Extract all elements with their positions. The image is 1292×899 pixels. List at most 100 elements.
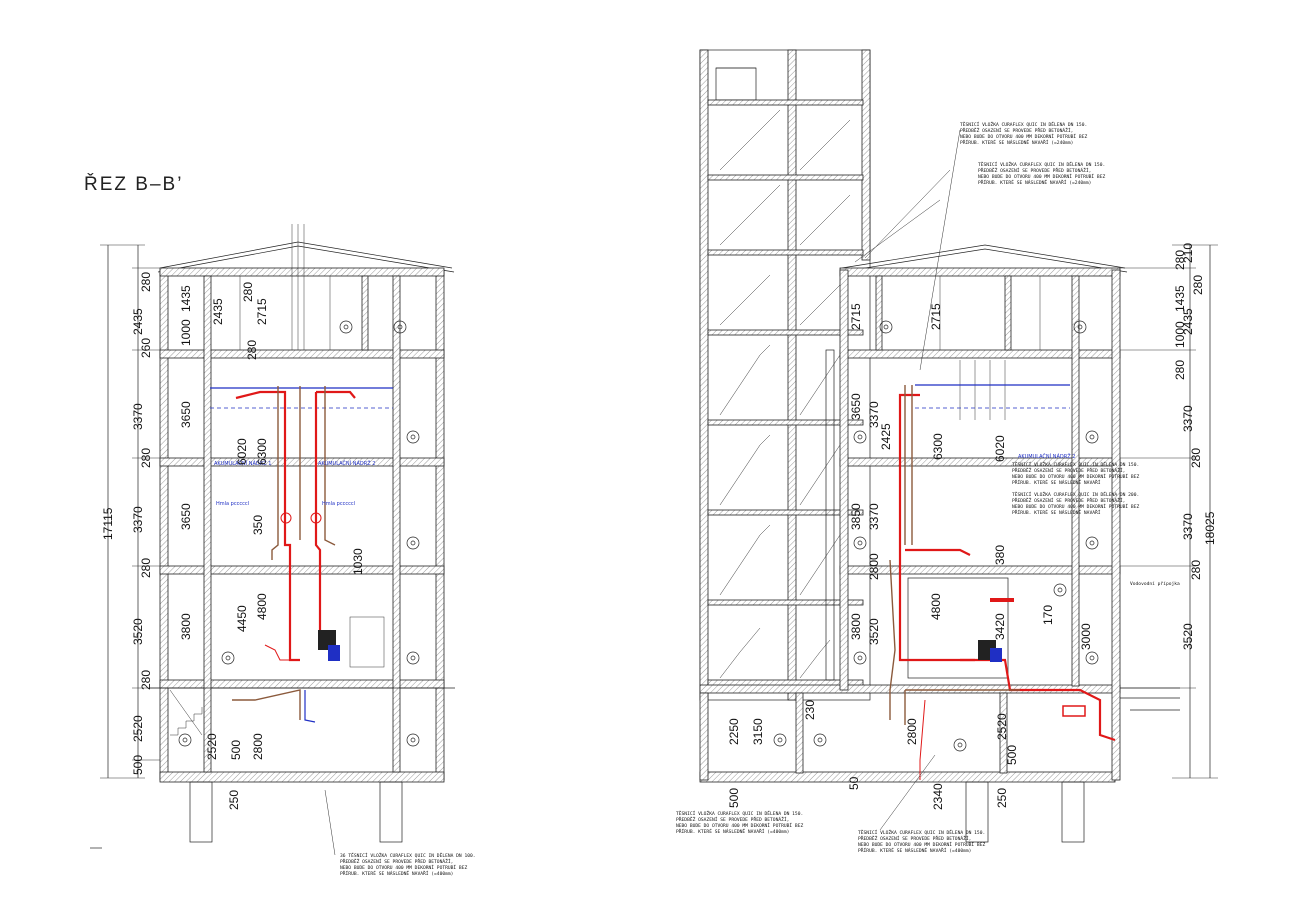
svg-text:PŘÍRUB. KTERÉ SE NÁSLEDNĚ NAVA: PŘÍRUB. KTERÉ SE NÁSLEDNĚ NAVAŘÍ (=400mm… xyxy=(340,869,453,877)
svg-text:TĚSNICÍ VLOŽKA CURAFLEX QUIC I: TĚSNICÍ VLOŽKA CURAFLEX QUIC IN DĚLENA D… xyxy=(676,809,803,817)
dim-right-in-12: 3520 xyxy=(867,618,881,645)
svg-text:PŘÍRUB. KTERÉ SE NÁSLEDNĚ NAVA: PŘÍRUB. KTERÉ SE NÁSLEDNĚ NAVAŘÍ (=400mm… xyxy=(676,827,789,835)
svg-text:PŘEDBĚŽ OSAZENÍ SE PROVEDE PŘE: PŘEDBĚŽ OSAZENÍ SE PROVEDE PŘED BETONÁŽÍ… xyxy=(978,166,1091,174)
label-akumulacni-right: AKUMULAČNÍ NÁDRŽ 2 xyxy=(1018,452,1075,460)
svg-text:PŘÍRUB. KTERÉ SE NÁSLEDNĚ NAVA: PŘÍRUB. KTERÉ SE NÁSLEDNĚ NAVAŘÍ xyxy=(1012,478,1101,486)
svg-text:PŘÍRUB. KTERÉ SE NÁSLEDNĚ NAVA: PŘÍRUB. KTERÉ SE NÁSLEDNĚ NAVAŘÍ xyxy=(1012,508,1101,516)
note-mid-1: TĚSNICÍ VLOŽKA CURAFLEX QUIC IN DĚLENA D… xyxy=(1012,460,1139,486)
dim-right-in-0: 2715 xyxy=(849,303,863,330)
svg-text:36 TĚSNICÍ VLOŽKA CURAFLEX QUI: 36 TĚSNICÍ VLOŽKA CURAFLEX QUIC IN DĚLEN… xyxy=(340,851,476,859)
dim-left-in-14: 1030 xyxy=(351,548,365,575)
dim-left-6: 500 xyxy=(131,755,145,775)
dim-left-3: 3370 xyxy=(131,506,145,533)
svg-text:PŘEDBĚŽ OSAZENÍ SE PROVEDE PŘE: PŘEDBĚŽ OSAZENÍ SE PROVEDE PŘED BETONÁŽÍ… xyxy=(858,834,971,842)
dim-left-8: 260 xyxy=(139,338,153,358)
dim-left-in-15: 2520 xyxy=(205,733,219,760)
svg-text:PŘEDBĚŽ OSAZENÍ SE PROVEDE PŘE: PŘEDBĚŽ OSAZENÍ SE PROVEDE PŘED BETONÁŽÍ… xyxy=(960,126,1073,134)
dim-right-in-26: 50 xyxy=(847,776,861,790)
dim-right-10: 280 xyxy=(1189,448,1203,468)
dim-right-in-4: 2425 xyxy=(879,423,893,450)
svg-text:NEBO BUDE DO OTVORU 400 MM DEK: NEBO BUDE DO OTVORU 400 MM DEKORNÍ POTRU… xyxy=(858,840,985,848)
legend-small: Vodovodní přípojka xyxy=(1130,580,1180,587)
dim-left-in-1: 1000 xyxy=(179,319,193,346)
dim-right-9: 280 xyxy=(1173,360,1187,380)
dim-right-8: 280 xyxy=(1191,275,1205,295)
dim-right-3: 3370 xyxy=(1181,513,1195,540)
dim-left-in-9: 6020 xyxy=(235,438,249,465)
dim-left-2: 3370 xyxy=(131,403,145,430)
dim-left-in-6: 3650 xyxy=(179,401,193,428)
svg-text:PŘÍRUB. KTERÉ SE NÁSLEDNĚ NAVA: PŘÍRUB. KTERÉ SE NÁSLEDNĚ NAVAŘÍ (=400mm… xyxy=(858,846,971,854)
note-mid-2: TĚSNICÍ VLOŽKA CURAFLEX QUIC IN DĚLENA D… xyxy=(1012,490,1139,516)
dim-left-in-12: 4800 xyxy=(255,593,269,620)
dim-right-in-16: 3000 xyxy=(1079,623,1093,650)
dim-right-6: 1435 xyxy=(1173,285,1187,312)
label-hmla-right: Hmla pcccccl xyxy=(322,501,355,507)
dim-right-in-10: 380 xyxy=(993,545,1007,565)
dim-right-in-24: 2340 xyxy=(931,783,945,810)
dim-left-in-7: 3650 xyxy=(179,503,193,530)
dim-right-in-22: 230 xyxy=(803,700,817,720)
dim-left-9: 280 xyxy=(139,448,153,468)
dim-right-in-3: 3370 xyxy=(867,401,881,428)
svg-text:PŘEDBĚŽ OSAZENÍ SE PROVEDE PŘE: PŘEDBĚŽ OSAZENÍ SE PROVEDE PŘED BETONÁŽÍ… xyxy=(1012,466,1125,474)
dim-left-in-3: 2715 xyxy=(255,298,269,325)
dim-left-10: 280 xyxy=(139,558,153,578)
dim-right-2: 3370 xyxy=(1181,405,1195,432)
dim-right-in-7: 3850 xyxy=(849,503,863,530)
dim-right-in-20: 2520 xyxy=(995,713,1009,740)
svg-text:PŘEDBĚŽ OSAZENÍ SE PROVEDE PŘE: PŘEDBĚŽ OSAZENÍ SE PROVEDE PŘED BETONÁŽÍ… xyxy=(340,857,453,865)
dim-right-4: 3520 xyxy=(1181,623,1195,650)
svg-text:NEBO BUDE DO OTVORU 400 MM DEK: NEBO BUDE DO OTVORU 400 MM DEKORNÍ POTRU… xyxy=(1012,472,1139,480)
dim-left-in-4: 280 xyxy=(241,282,255,302)
dim-right-in-2: 3650 xyxy=(849,393,863,420)
svg-text:NEBO BUDE DO OTVORU 400 MM DEK: NEBO BUDE DO OTVORU 400 MM DEKORNÍ POTRU… xyxy=(340,863,467,871)
svg-text:NEBO BUDE DO OTVORU 400 MM DEK: NEBO BUDE DO OTVORU 400 MM DEKORNÍ POTRU… xyxy=(978,172,1105,180)
svg-text:TĚSNICÍ VLOŽKA CURAFLEX QUIC I: TĚSNICÍ VLOŽKA CURAFLEX QUIC IN DĚLENA D… xyxy=(978,160,1105,168)
dim-left-in-11: 4450 xyxy=(235,605,249,632)
dim-right-12: 280 xyxy=(1173,250,1187,270)
dim-right-in-23: 500 xyxy=(727,788,741,808)
label-hmla-left: Hmla pcccccl xyxy=(216,501,249,507)
dim-right-in-1: 2715 xyxy=(929,303,943,330)
dim-left-in-13: 350 xyxy=(251,515,265,535)
svg-text:NEBO BUDE DO OTVORU 400 MM DEK: NEBO BUDE DO OTVORU 400 MM DEKORNÍ POTRU… xyxy=(1012,502,1139,510)
dim-right-1: 2435 xyxy=(1181,308,1195,335)
note-top-2: TĚSNICÍ VLOŽKA CURAFLEX QUIC IN DĚLENA D… xyxy=(978,160,1105,186)
dim-left-in-2: 2435 xyxy=(211,298,225,325)
dim-right-in-18: 3150 xyxy=(751,718,765,745)
label-akumulacni-left: AKUMULAČNÍ NÁDRŽ 1 xyxy=(214,459,271,467)
note-bottom-mid: TĚSNICÍ VLOŽKA CURAFLEX QUIC IN DĚLENA D… xyxy=(676,809,803,835)
svg-text:PŘEDBĚŽ OSAZENÍ SE PROVEDE PŘE: PŘEDBĚŽ OSAZENÍ SE PROVEDE PŘED BETONÁŽÍ… xyxy=(1012,496,1125,504)
svg-text:NEBO BUDE DO OTVORU 400 MM DEK: NEBO BUDE DO OTVORU 400 MM DEKORNÍ POTRU… xyxy=(676,821,803,829)
dim-left-in-10: 6300 xyxy=(255,438,269,465)
dim-right-in-6: 6020 xyxy=(993,435,1007,462)
note-bottom-left: 36 TĚSNICÍ VLOŽKA CURAFLEX QUIC IN DĚLEN… xyxy=(340,851,476,877)
svg-text:PŘÍRUB. KTERÉ SE NÁSLEDNĚ NAVA: PŘÍRUB. KTERÉ SE NÁSLEDNĚ NAVAŘÍ (=240mm… xyxy=(978,178,1091,186)
dim-right-in-21: 500 xyxy=(1005,745,1019,765)
dim-right-in-17: 2250 xyxy=(727,718,741,745)
dim-right-5: 210 xyxy=(1181,243,1195,263)
svg-text:TĚSNICÍ VLOŽKA CURAFLEX QUIC I: TĚSNICÍ VLOŽKA CURAFLEX QUIC IN DĚLENA D… xyxy=(1012,460,1139,468)
svg-text:PŘÍRUB. KTERÉ SE NÁSLEDNĚ NAVA: PŘÍRUB. KTERÉ SE NÁSLEDNĚ NAVAŘÍ (=240mm… xyxy=(960,138,1073,146)
dim-left-4: 3520 xyxy=(131,618,145,645)
dim-right-in-11: 3800 xyxy=(849,613,863,640)
label-akumulacni-right-left: AKUMULAČNÍ NÁDRŽ 2 xyxy=(318,459,375,467)
dim-right-in-19: 2800 xyxy=(905,718,919,745)
dim-left-in-8: 3800 xyxy=(179,613,193,640)
svg-text:TĚSNICÍ VLOŽKA CURAFLEX QUIC I: TĚSNICÍ VLOŽKA CURAFLEX QUIC IN DĚLENA D… xyxy=(858,828,985,836)
section-title-left: ŘEZ B–B’ xyxy=(84,173,183,195)
left-building xyxy=(90,224,455,849)
dim-right-in-5: 6300 xyxy=(931,433,945,460)
note-bottom-right: TĚSNICÍ VLOŽKA CURAFLEX QUIC IN DĚLENA D… xyxy=(858,828,985,854)
dim-left-7: 280 xyxy=(139,272,153,292)
dim-right-in-9: 2800 xyxy=(867,553,881,580)
dim-left-1: 2435 xyxy=(131,308,145,335)
svg-text:NEBO BUDE DO OTVORU 400 MM DEK: NEBO BUDE DO OTVORU 400 MM DEKORNÍ POTRU… xyxy=(960,132,1087,140)
dim-right-in-15: 170 xyxy=(1041,605,1055,625)
dim-right-in-14: 3420 xyxy=(993,613,1007,640)
dim-left-11: 280 xyxy=(139,670,153,690)
svg-text:TĚSNICÍ VLOŽKA CURAFLEX QUIC I: TĚSNICÍ VLOŽKA CURAFLEX QUIC IN DĚLENA D… xyxy=(960,120,1087,128)
dim-left-in-16: 2800 xyxy=(251,733,265,760)
